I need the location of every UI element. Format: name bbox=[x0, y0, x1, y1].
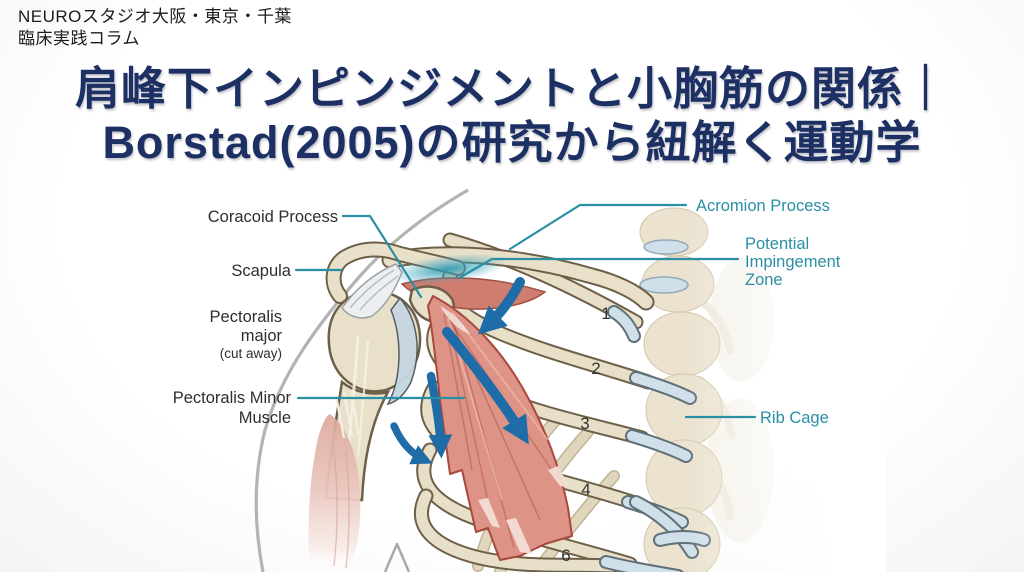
vertebral-disc bbox=[639, 276, 689, 294]
arrow-left-pull bbox=[426, 371, 453, 459]
label-pec-major-2: major bbox=[241, 327, 283, 345]
label-pec-minor-1: Pectoralis Minor bbox=[173, 389, 292, 407]
column-name: 臨床実践コラム bbox=[18, 29, 140, 48]
studio-header: NEUROスタジオ大阪・東京・千葉 臨床実践コラム bbox=[18, 6, 292, 50]
leader-lines bbox=[294, 203, 757, 419]
upper-arm-muscle bbox=[308, 389, 361, 572]
right-fade bbox=[686, 185, 886, 572]
rib-number-4: 4 bbox=[581, 480, 590, 499]
diagram-labels: Coracoid Process Scapula Pectoralis majo… bbox=[173, 197, 841, 427]
label-scapula: Scapula bbox=[231, 262, 291, 280]
body-outline bbox=[254, 188, 469, 572]
rib-number-6: 6 bbox=[561, 546, 570, 565]
rib-6 bbox=[414, 488, 620, 572]
page-title: 肩峰下インピンジメントと小胸筋の関係｜ Borstad(2005)の研究から紐解… bbox=[0, 62, 1024, 170]
label-acromion-process: Acromion Process bbox=[696, 197, 830, 215]
humerus bbox=[324, 290, 422, 502]
label-impingement-2: Impingement bbox=[745, 253, 841, 271]
arrow-small-curve bbox=[390, 422, 433, 465]
leader-coracoid bbox=[341, 214, 423, 299]
title-line-1: 肩峰下インピンジメントと小胸筋の関係｜ bbox=[74, 63, 949, 114]
rib-numbers: 1 2 3 4 6 bbox=[561, 304, 610, 565]
vertebral-disc bbox=[643, 239, 689, 255]
leader-acromion bbox=[508, 203, 688, 251]
depression-arrows bbox=[390, 277, 529, 465]
arrow-impingement bbox=[477, 277, 525, 335]
rib-number-1: 1 bbox=[601, 304, 610, 323]
label-coracoid-process: Coracoid Process bbox=[208, 208, 338, 226]
rib-number-3: 3 bbox=[580, 414, 589, 433]
rib-number-2: 2 bbox=[591, 359, 600, 378]
title-line-2: Borstad(2005)の研究から紐解く運動学 bbox=[102, 117, 922, 168]
label-pec-major-1: Pectoralis bbox=[210, 308, 282, 326]
label-rib-cage: Rib Cage bbox=[760, 409, 829, 427]
studio-name: NEUROスタジオ大阪・東京・千葉 bbox=[18, 7, 292, 26]
arrow-muscle-pull bbox=[442, 327, 529, 445]
label-pec-minor-2: Muscle bbox=[239, 409, 291, 427]
label-pec-major-3: (cut away) bbox=[220, 346, 282, 361]
leader-impingement bbox=[457, 257, 740, 280]
label-impingement-1: Potential bbox=[745, 235, 809, 253]
impingement-zone-glow bbox=[388, 253, 508, 285]
label-impingement-3: Zone bbox=[745, 271, 783, 289]
coracoacromial-ligament bbox=[341, 263, 403, 319]
